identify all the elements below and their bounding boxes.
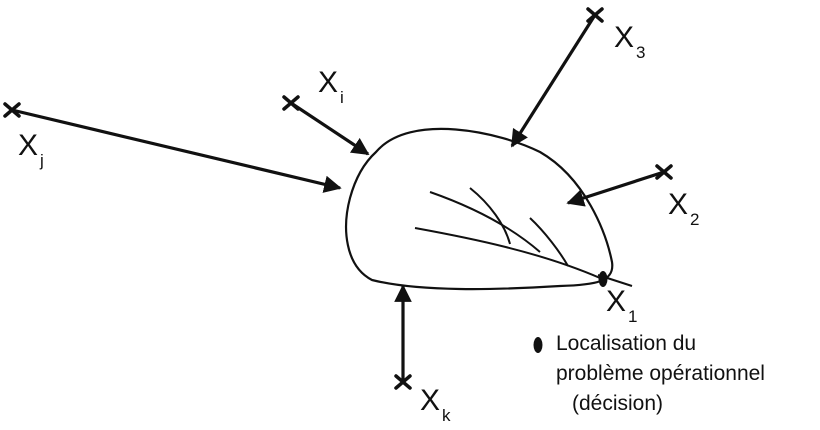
cross-x2: [655, 164, 673, 180]
legend-line-3: (décision): [572, 392, 663, 415]
legend-dot: [533, 337, 543, 353]
cross-xk: [394, 374, 412, 390]
cross-xj: [3, 102, 21, 118]
legend-line-2: problème opérationnel: [556, 362, 765, 385]
decision-location-dot: [598, 271, 608, 287]
legend-line-1: Localisation du: [556, 332, 696, 355]
arrow-x2: [566, 170, 665, 207]
arrow-xj: [11, 108, 342, 193]
cross-xi: [282, 95, 300, 111]
arrow-x3: [510, 14, 597, 148]
cross-markers: [3, 7, 673, 390]
arrow-xi: [290, 101, 370, 156]
inner-veins: [414, 187, 601, 279]
cross-x3: [586, 7, 604, 23]
arrows: [11, 14, 665, 382]
problem-domain-shape: [345, 127, 614, 291]
